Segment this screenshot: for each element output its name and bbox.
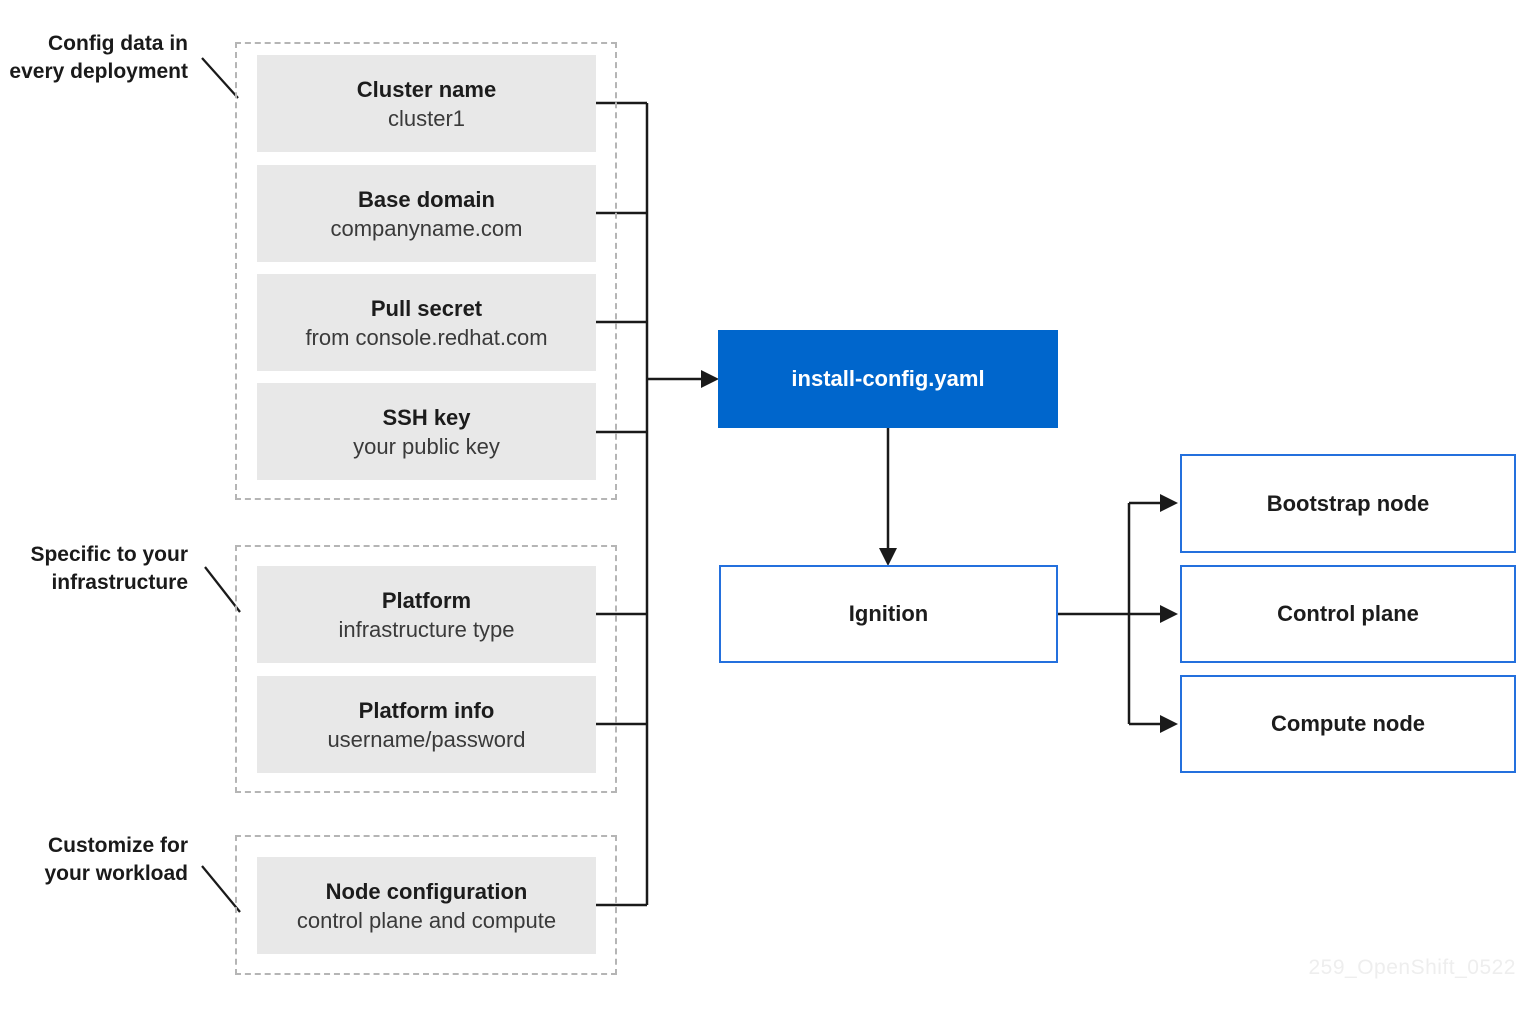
- box-platform: Platform infrastructure type: [257, 566, 596, 663]
- arrow-compute-head: [1160, 715, 1178, 733]
- tick-customize-workload: [201, 865, 241, 913]
- arrow-ignition-head: [879, 548, 897, 566]
- box-title: SSH key: [382, 404, 471, 430]
- group-customize-workload: [235, 835, 617, 975]
- label-line: Config data in: [48, 32, 188, 55]
- arrow-install-config-head: [701, 370, 719, 388]
- label-specific-to-your-infrastructure: Specific to your infrastructure: [0, 541, 188, 597]
- box-subtitle: your public key: [353, 433, 500, 459]
- label-line: your workload: [44, 862, 188, 885]
- label-line: every deployment: [9, 60, 188, 83]
- box-base-domain: Base domain companyname.com: [257, 165, 596, 262]
- label-line: infrastructure: [51, 571, 188, 594]
- box-subtitle: from console.redhat.com: [305, 324, 548, 350]
- box-control-plane: Control plane: [1180, 565, 1516, 663]
- box-ignition: Ignition: [719, 565, 1058, 663]
- box-install-config-yaml: install-config.yaml: [718, 330, 1058, 428]
- ignition-label: Ignition: [848, 601, 929, 626]
- box-pull-secret: Pull secret from console.redhat.com: [257, 274, 596, 371]
- box-title: Base domain: [358, 186, 495, 212]
- watermark-text: 259_OpenShift_0522: [1308, 956, 1516, 979]
- box-cluster-name: Cluster name cluster1: [257, 55, 596, 152]
- box-title: Platform: [381, 587, 472, 613]
- box-subtitle: companyname.com: [330, 215, 523, 241]
- install-config-label: install-config.yaml: [791, 366, 985, 391]
- box-subtitle: cluster1: [387, 105, 466, 131]
- box-title: Cluster name: [356, 76, 497, 102]
- label-line: Specific to your: [30, 543, 188, 566]
- bootstrap-node-label: Bootstrap node: [1266, 490, 1430, 516]
- box-node-configuration: Node configuration control plane and com…: [257, 857, 596, 954]
- box-title: Pull secret: [370, 295, 483, 321]
- tick-specific-infra: [204, 566, 241, 613]
- box-ssh-key: SSH key your public key: [257, 383, 596, 480]
- box-bootstrap-node: Bootstrap node: [1180, 454, 1516, 553]
- label-config-data-in-every-deployment: Config data in every deployment: [0, 30, 188, 86]
- box-platform-info: Platform info username/password: [257, 676, 596, 773]
- box-title: Platform info: [358, 697, 495, 723]
- box-subtitle: infrastructure type: [338, 616, 515, 642]
- group-config-every-deployment: [235, 42, 617, 500]
- box-subtitle: username/password: [327, 726, 526, 752]
- arrow-control-plane-head: [1160, 605, 1178, 623]
- label-line: Customize for: [47, 834, 188, 857]
- tick-config-data: [201, 57, 239, 99]
- arrow-bootstrap-head: [1160, 494, 1178, 512]
- control-plane-label: Control plane: [1277, 601, 1419, 626]
- label-customize-for-your-workload: Customize for your workload: [0, 832, 188, 888]
- group-specific-infrastructure: [235, 545, 617, 793]
- box-title: Node configuration: [325, 878, 528, 904]
- box-compute-node: Compute node: [1180, 675, 1516, 773]
- box-subtitle: control plane and compute: [296, 907, 557, 933]
- compute-node-label: Compute node: [1271, 711, 1425, 736]
